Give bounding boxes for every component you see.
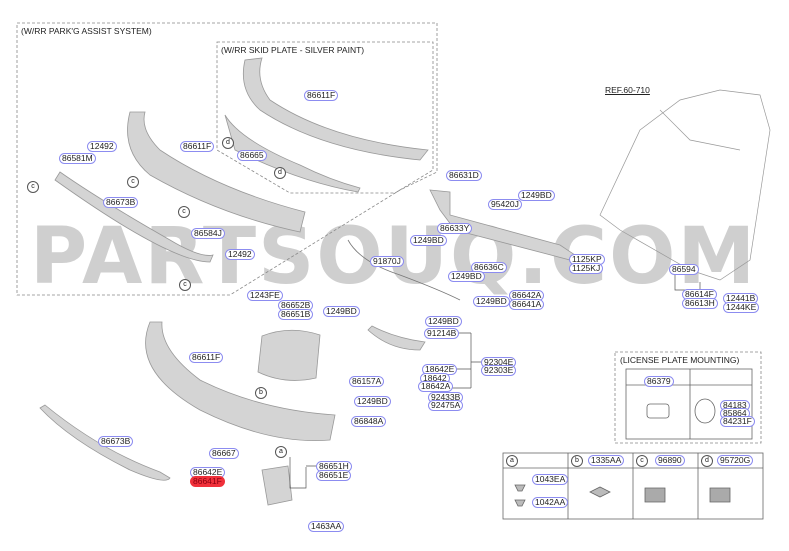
part-label[interactable]: 1335AA [588,455,625,466]
part-label[interactable]: 86611F [180,141,215,152]
part-label[interactable]: 86633Y [437,223,473,234]
part-label[interactable]: 12492 [87,141,117,152]
reflector-shape [367,325,426,351]
part-label[interactable]: 1042AA [532,497,569,508]
bumper-skid-shape [242,57,429,161]
part-label[interactable]: 86651E [316,470,352,481]
part-label[interactable]: 86665 [237,150,267,161]
part-label[interactable]: 1249BD [425,316,462,327]
part-label[interactable]: 86613H [682,298,718,309]
bracket-a-shape [261,465,293,506]
part-label[interactable]: 92475A [428,400,464,411]
part-label[interactable]: 86631D [446,170,482,181]
callout-c: c [127,176,139,188]
bumper-main-shape [145,321,336,441]
part-label[interactable]: 86636C [471,262,507,273]
part-label[interactable]: 91870J [370,256,404,267]
group-title-park-assist: (W/RR PARK'G ASSIST SYSTEM) [21,26,152,36]
ref-label[interactable]: REF.60-710 [605,85,650,95]
callout-c: c [179,279,191,291]
part-label[interactable]: 86157A [349,376,385,387]
part-label[interactable]: 84231F [720,416,755,427]
part-label[interactable]: 1249BD [323,306,360,317]
part-label[interactable]: 95420J [488,199,522,210]
part-label[interactable]: 1243FE [247,290,283,301]
table-key-c: c [636,455,648,467]
part-label[interactable]: 92303E [481,365,517,376]
callout-d: d [274,167,286,179]
table-key-b: b [571,455,583,467]
callout-c: c [27,181,39,193]
group-title-skid-plate: (W/RR SKID PLATE - SILVER PAINT) [221,45,365,55]
lower-trim-main-shape [39,404,171,481]
wiring-harness [347,239,461,301]
part-label[interactable]: 1125KJ [569,263,604,274]
part-label[interactable]: 86594 [669,264,699,275]
part-label[interactable]: 86651B [278,309,314,320]
table-key-a: a [506,455,518,467]
ref-panel-outline [599,89,771,281]
part-label[interactable]: 86673B [98,436,134,447]
part-label[interactable]: 96890 [655,455,685,466]
part-label[interactable]: 12492 [225,249,255,260]
part-label[interactable]: 86581M [59,153,96,164]
part-label[interactable]: 1244KE [723,302,760,313]
part-label[interactable]: 1249BD [518,190,555,201]
part-label[interactable]: 91214B [424,328,460,339]
part-label[interactable]: 86584J [191,228,225,239]
part-label[interactable]: 1043EA [532,474,569,485]
part-label[interactable]: 18642A [418,381,454,392]
part-label[interactable]: 1249BD [410,235,447,246]
part-label[interactable]: 86379 [644,376,674,387]
part-label[interactable]: 95720G [717,455,754,466]
part-label[interactable]: 86848A [351,416,387,427]
skid-plate-group-border [216,41,434,194]
table-key-d: d [701,455,713,467]
part-label-highlighted[interactable]: 86641F [190,476,225,487]
part-label[interactable]: 86641A [509,299,545,310]
part-label[interactable]: 1249BD [473,296,510,307]
part-label[interactable]: 86673B [103,197,139,208]
group-title-license-plate: (LICENSE PLATE MOUNTING) [620,355,740,365]
part-label[interactable]: 1463AA [308,521,345,532]
bracket-shape [257,329,321,381]
part-label[interactable]: 86611F [189,352,224,363]
callout-b: b [255,387,267,399]
callout-c: c [178,206,190,218]
callout-d: d [222,137,234,149]
part-label[interactable]: 86611F [304,90,339,101]
part-label[interactable]: 1249BD [354,396,391,407]
part-label[interactable]: 1249BD [448,271,485,282]
part-label[interactable]: 86667 [209,448,239,459]
license-group-border [614,351,762,444]
callout-a: a [275,446,287,458]
bumper-park-shape [127,111,306,233]
